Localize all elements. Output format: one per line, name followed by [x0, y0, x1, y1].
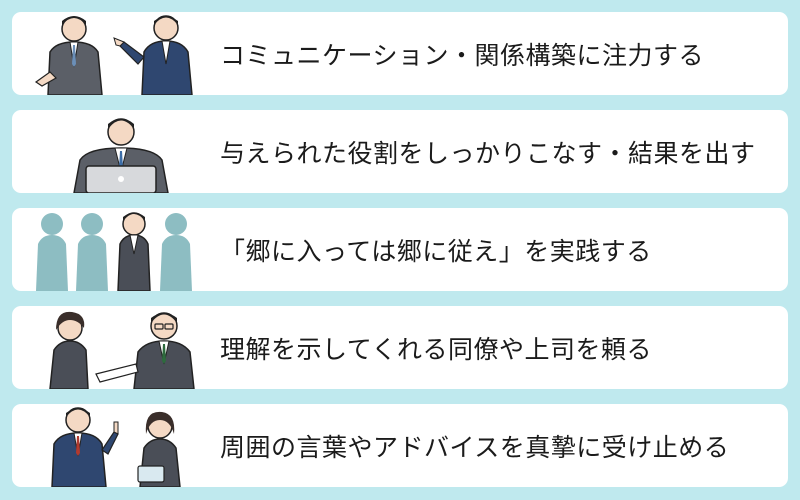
- list-item: 理解を示してくれる同僚や上司を頼る: [12, 306, 788, 389]
- list-item: コミュニケーション・関係構築に注力する: [12, 12, 788, 95]
- man-advising-woman-illustration: [51, 407, 181, 487]
- businessman-at-laptop-illustration: [73, 118, 169, 193]
- item-label: 周囲の言葉やアドバイスを真摯に受け止める: [220, 432, 730, 462]
- item-label: 与えられた役割をしっかりこなす・結果を出す: [220, 138, 756, 168]
- item-label: 理解を示してくれる同僚や上司を頼る: [220, 334, 653, 364]
- colleagues-discussing-illustration: [49, 311, 195, 389]
- two-businessmen-talking-illustration: [34, 15, 193, 95]
- item-label: コミュニケーション・関係構築に注力する: [220, 40, 705, 70]
- item-label: 「郷に入っては郷に従え」を実践する: [220, 236, 652, 266]
- list-item: 与えられた役割をしっかりこなす・結果を出す: [12, 110, 788, 193]
- list-item: 周囲の言葉やアドバイスを真摯に受け止める: [12, 404, 788, 487]
- list-item: 「郷に入っては郷に従え」を実践する: [12, 208, 788, 291]
- businessman-among-silhouettes-illustration: [36, 212, 192, 291]
